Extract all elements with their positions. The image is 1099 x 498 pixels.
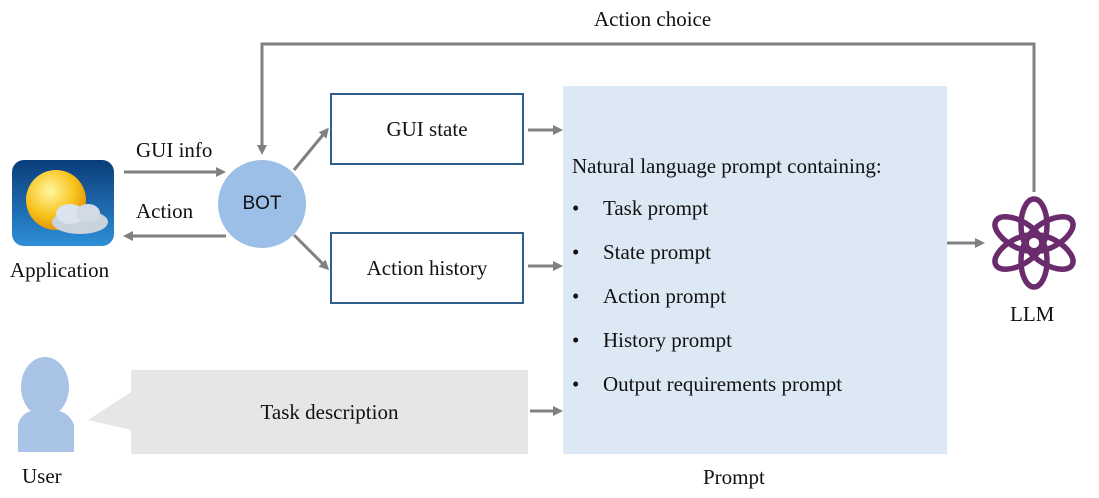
user-silhouette-icon — [18, 357, 74, 452]
weather-app-icon — [12, 160, 114, 246]
prompt-item-label: History prompt — [603, 328, 732, 352]
prompt-item-label: Task prompt — [603, 196, 709, 220]
prompt-label: Prompt — [703, 465, 765, 489]
bot-to-gui-state-arrow — [292, 127, 329, 171]
action-history-label: Action history — [366, 255, 488, 280]
prompt-panel — [563, 86, 947, 454]
action-choice-arrow — [257, 42, 1036, 192]
prompt-item: •History prompt — [572, 328, 732, 352]
llm-label: LLM — [1010, 302, 1055, 326]
prompt-item: •State prompt — [572, 240, 711, 264]
prompt-item: •Action prompt — [572, 284, 727, 308]
prompt-item-label: State prompt — [603, 240, 711, 264]
task-description-bubble: Task description — [131, 370, 528, 454]
openai-logo-icon — [992, 196, 1076, 290]
task-bubble-tail — [88, 392, 131, 430]
action-history-box: Action history — [330, 232, 524, 304]
action-choice-label: Action choice — [594, 7, 712, 31]
prompt-title: Natural language prompt containing: — [572, 154, 882, 178]
application-label: Application — [10, 258, 110, 282]
action-label: Action — [136, 199, 194, 223]
gui-state-box: GUI state — [330, 93, 524, 165]
prompt-item: •Output requirements prompt — [572, 372, 843, 396]
gui-state-label: GUI state — [386, 116, 468, 141]
prompt-item: •Task prompt — [572, 196, 709, 220]
prompt-items-list: •Task prompt •State prompt •Action promp… — [572, 196, 842, 416]
bot-node: BOT — [218, 160, 306, 248]
bot-to-action-history-arrow — [292, 233, 330, 271]
bot-label: BOT — [242, 193, 282, 214]
user-label: User — [22, 464, 62, 488]
prompt-item-label: Action prompt — [603, 284, 727, 308]
gui-info-label: GUI info — [136, 138, 213, 162]
task-description-label: Task description — [260, 399, 399, 424]
prompt-item-label: Output requirements prompt — [603, 372, 843, 396]
